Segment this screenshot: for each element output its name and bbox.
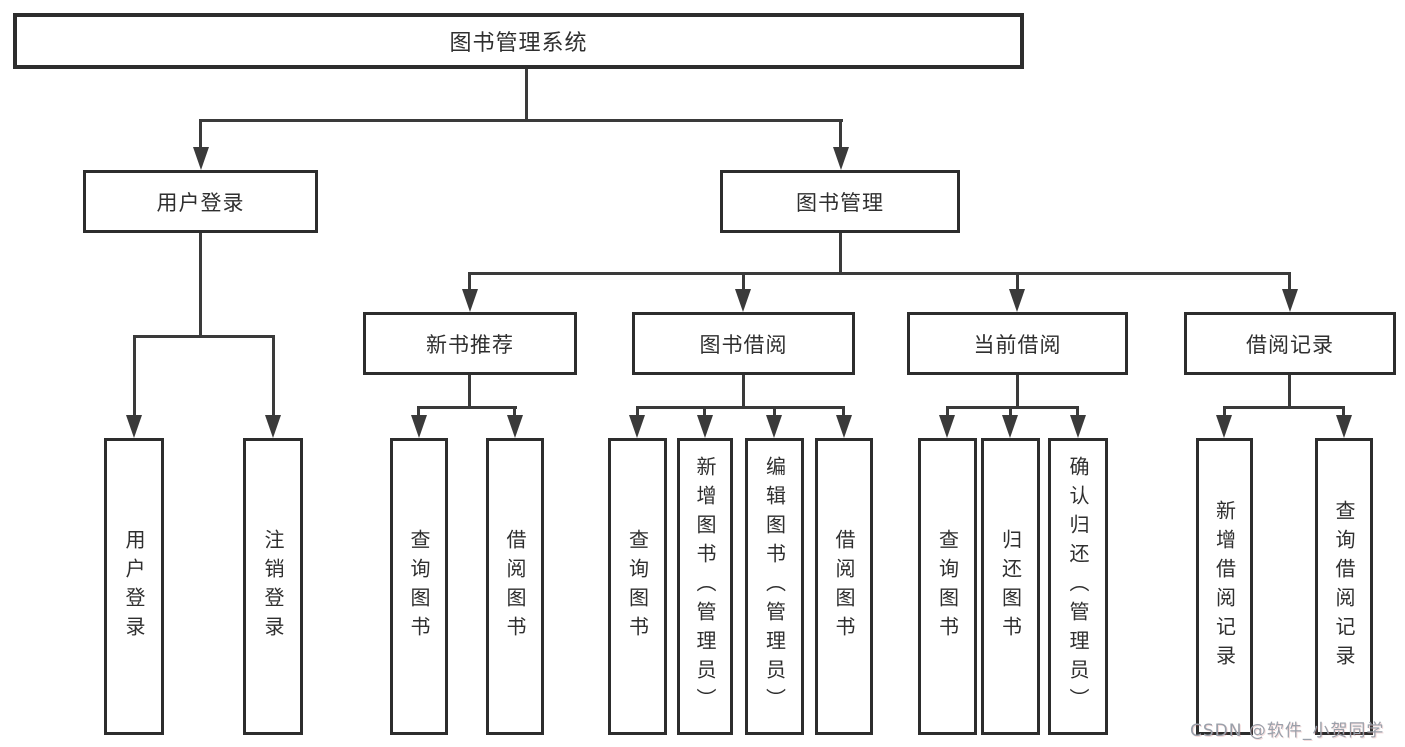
node-label: 当前借阅: [973, 332, 1062, 357]
leaf-query-books-recommend: 查询图书: [390, 438, 448, 735]
leaf-label: 借阅图书: [832, 528, 856, 645]
connector-line: [839, 119, 842, 149]
connector-line: [525, 69, 528, 119]
arrow-down-icon: [939, 415, 955, 438]
connector-line: [636, 406, 845, 409]
leaf-label: 查询借阅记录: [1332, 499, 1356, 674]
leaf-user-login: 用户登录: [104, 438, 164, 735]
node-label: 图书管理: [796, 190, 884, 215]
connector-line: [272, 335, 275, 417]
connector-line: [1016, 375, 1019, 406]
arrow-down-icon: [1282, 289, 1298, 312]
leaf-label: 查询图书: [625, 528, 650, 645]
arrow-down-icon: [1002, 415, 1018, 438]
node-current-borrow: 当前借阅: [907, 312, 1128, 375]
connector-line: [839, 233, 842, 272]
arrow-down-icon: [1216, 415, 1232, 438]
leaf-edit-book-admin: 编辑图书（管理员）: [745, 438, 804, 735]
node-label: 图书管理系统: [449, 31, 588, 56]
arrow-down-icon: [507, 415, 523, 438]
watermark: CSDN @软件_小贺同学: [1190, 721, 1385, 741]
leaf-confirm-return-admin: 确认归还（管理员）: [1048, 438, 1108, 735]
connector-line: [417, 406, 517, 409]
connector-line: [773, 406, 776, 417]
leaf-query-books-borrow: 查询图书: [608, 438, 667, 735]
connector-line: [1223, 406, 1226, 417]
arrow-down-icon: [1336, 415, 1352, 438]
arrow-down-icon: [766, 415, 782, 438]
connector-line: [1342, 406, 1345, 417]
connector-line: [1076, 406, 1079, 417]
connector-line: [199, 119, 202, 149]
connector-line: [468, 375, 471, 406]
arrow-down-icon: [462, 289, 478, 312]
connector-line: [417, 406, 420, 417]
arrow-down-icon: [1009, 289, 1025, 312]
connector-line: [742, 272, 745, 291]
connector-line: [199, 233, 202, 335]
connector-line: [513, 406, 516, 417]
leaf-borrow-books-recommend: 借阅图书: [486, 438, 544, 735]
node-label: 图书借阅: [699, 332, 788, 357]
connector-line: [1288, 375, 1291, 406]
leaf-label: 归还图书: [998, 528, 1023, 645]
node-borrow-records: 借阅记录: [1184, 312, 1396, 375]
node-root: 图书管理系统: [13, 13, 1024, 69]
arrow-down-icon: [265, 415, 281, 438]
connector-line: [742, 375, 745, 406]
node-label: 新书推荐: [426, 332, 514, 357]
connector-line: [1223, 406, 1345, 409]
arrow-down-icon: [833, 147, 849, 170]
leaf-label: 新增借阅记录: [1212, 499, 1237, 674]
arrow-down-icon: [126, 415, 142, 438]
connector-line: [946, 406, 1079, 409]
leaf-label: 确认归还（管理员）: [1066, 456, 1090, 717]
leaf-label: 用户登录: [122, 528, 146, 645]
leaf-query-borrow-record: 查询借阅记录: [1315, 438, 1373, 735]
leaf-logout: 注销登录: [243, 438, 303, 735]
connector-line: [946, 406, 949, 417]
leaf-add-borrow-record: 新增借阅记录: [1196, 438, 1253, 735]
connector-line: [842, 406, 845, 417]
connector-line: [133, 335, 136, 417]
connector-line: [133, 335, 275, 338]
leaf-label: 新增图书（管理员）: [693, 456, 717, 717]
arrow-down-icon: [1070, 415, 1086, 438]
leaf-label: 查询图书: [407, 528, 431, 645]
arrow-down-icon: [836, 415, 852, 438]
leaf-query-books-current: 查询图书: [918, 438, 977, 735]
node-user-login: 用户登录: [83, 170, 318, 233]
connector-line: [468, 272, 1291, 275]
node-new-book-recommend: 新书推荐: [363, 312, 577, 375]
arrow-down-icon: [735, 289, 751, 312]
connector-line: [636, 406, 639, 417]
node-label: 用户登录: [156, 190, 245, 215]
arrow-down-icon: [411, 415, 427, 438]
arrow-down-icon: [193, 147, 209, 170]
arrow-down-icon: [697, 415, 713, 438]
leaf-add-book-admin: 新增图书（管理员）: [677, 438, 733, 735]
leaf-return-book: 归还图书: [981, 438, 1040, 735]
arrow-down-icon: [629, 415, 645, 438]
connector-line: [1016, 272, 1019, 291]
leaf-label: 编辑图书（管理员）: [762, 456, 787, 717]
leaf-label: 借阅图书: [503, 528, 527, 645]
connector-line: [468, 272, 471, 291]
node-label: 借阅记录: [1246, 332, 1334, 357]
connector-line: [1009, 406, 1012, 417]
leaf-label: 查询图书: [935, 528, 960, 645]
leaf-borrow-books: 借阅图书: [815, 438, 873, 735]
leaf-label: 注销登录: [261, 528, 285, 645]
connector-line: [1288, 272, 1291, 291]
connector-line: [199, 119, 843, 122]
node-book-borrow: 图书借阅: [632, 312, 855, 375]
connector-line: [703, 406, 706, 417]
node-book-management: 图书管理: [720, 170, 960, 233]
